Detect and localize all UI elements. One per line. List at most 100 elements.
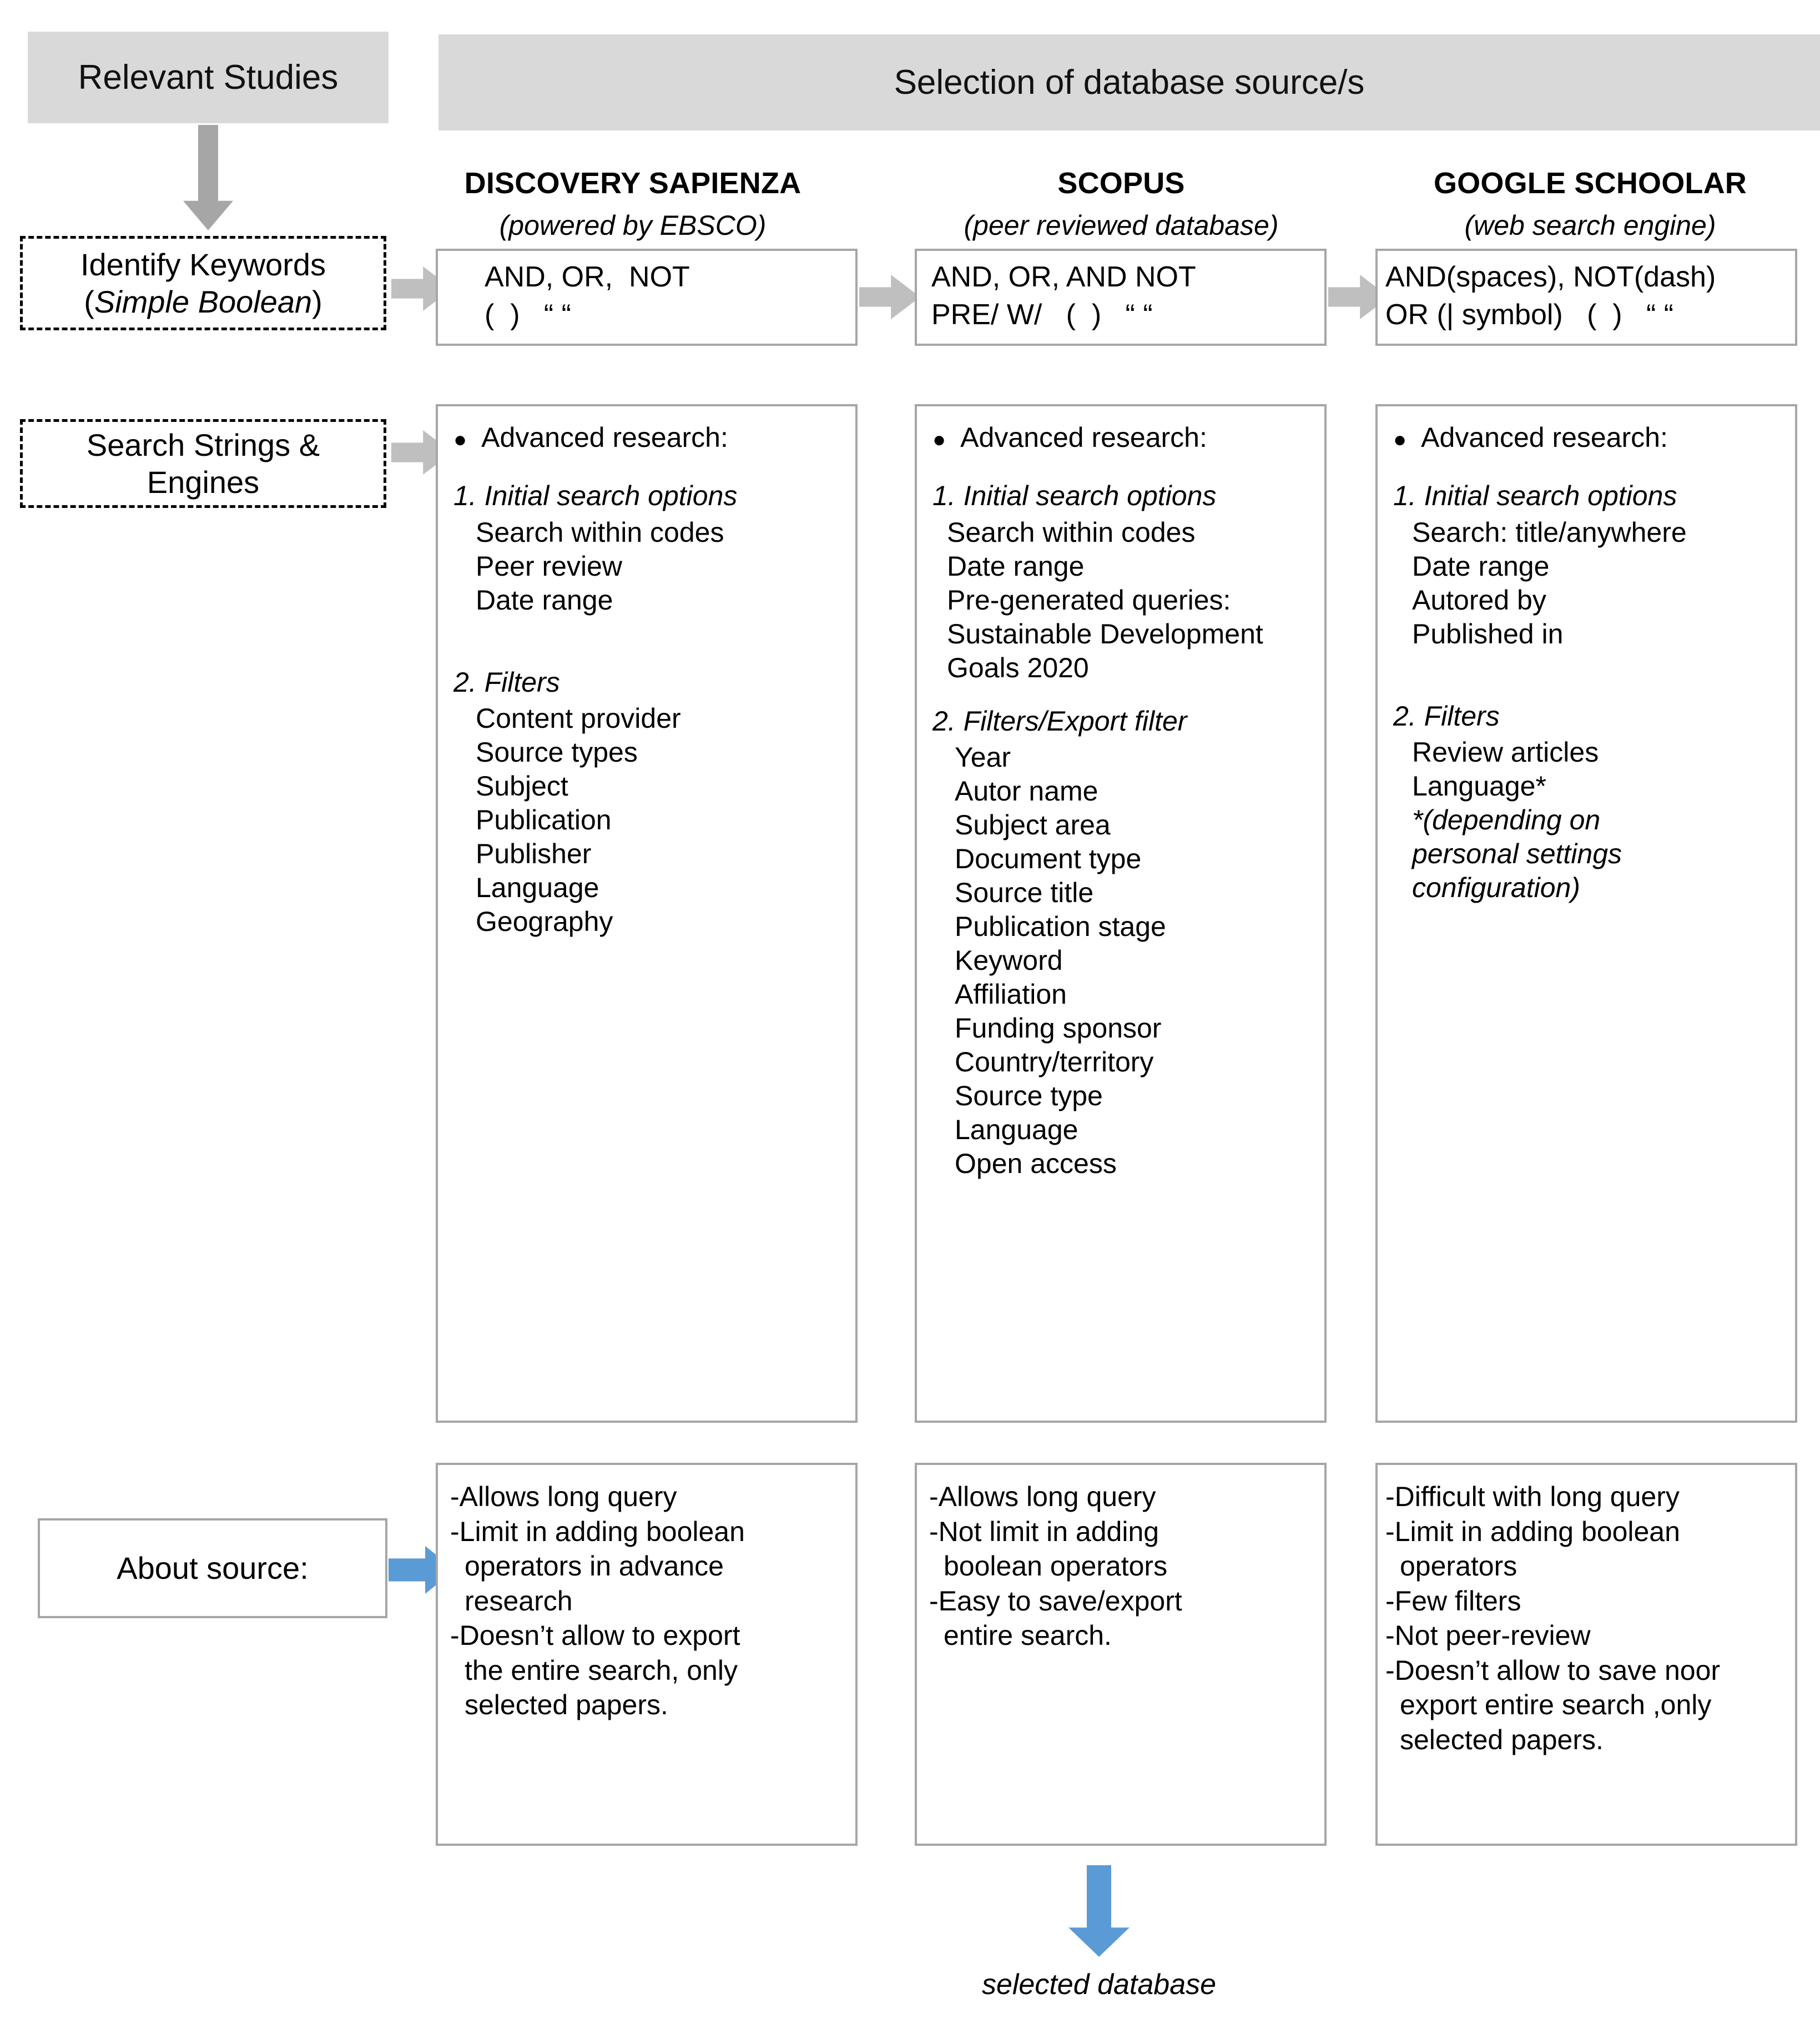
list-item: Language	[476, 872, 599, 903]
relevant-studies-label: Relevant Studies	[78, 58, 339, 97]
list-item: Date range	[947, 550, 1085, 582]
list-item: Source title	[955, 877, 1094, 908]
list-item: Language*	[1412, 771, 1546, 802]
about-line: entire search.	[944, 1620, 1112, 1651]
list-item: Goals 2020	[947, 652, 1089, 683]
bullet-dot-icon: ●	[453, 427, 467, 452]
list-item: Search within codes	[476, 516, 724, 548]
stage-search-strings-engines: Search Strings & Engines	[20, 419, 386, 508]
selection-of-database-label: Selection of database source/s	[894, 63, 1365, 102]
column-title-google-scholar: GOOGLE SCHOOLAR	[1433, 167, 1747, 200]
about-line: export entire search ,only	[1400, 1689, 1712, 1720]
list-item: Autored by	[1412, 584, 1546, 616]
list-item: Language	[955, 1114, 1078, 1145]
arrow-down-icon	[1068, 1865, 1130, 1957]
stage-identify-keywords-line1: Identify Keywords	[80, 246, 326, 282]
about-line: selected papers.	[465, 1689, 668, 1720]
boolean-line: PRE/ W/ ( ) “ “	[931, 298, 1153, 331]
list-item-note: *(depending on	[1412, 804, 1601, 835]
boolean-line: AND(spaces), NOT(dash)	[1385, 261, 1716, 293]
about-box-google-scholar: -Difficult with long query -Limit in add…	[1375, 1463, 1797, 1846]
selected-database-caption: selected database	[981, 1968, 1217, 2001]
bullet-label: Advanced research:	[960, 422, 1207, 453]
stage-search-strings-line2: Engines	[147, 465, 260, 500]
about-line: -Few filters	[1385, 1585, 1521, 1617]
boolean-box-scopus: AND, OR, AND NOT PRE/ W/ ( ) “ “	[915, 249, 1327, 346]
list-item: Funding sponsor	[955, 1013, 1162, 1044]
bullet-label: Advanced research:	[1421, 422, 1668, 453]
about-box-discovery: -Allows long query -Limit in adding bool…	[436, 1463, 858, 1846]
about-line: -Easy to save/export	[929, 1585, 1182, 1617]
boolean-line: AND, OR, AND NOT	[931, 261, 1196, 293]
about-box-scopus: -Allows long query -Not limit in adding …	[915, 1463, 1327, 1846]
about-line: -Limit in adding boolean	[450, 1516, 745, 1547]
column-title-scopus: SCOPUS	[1057, 167, 1185, 200]
list-item: Geography	[476, 906, 613, 937]
section2-heading: 2. Filters	[1393, 700, 1500, 732]
list-item: Date range	[476, 584, 613, 616]
boolean-box-google-scholar: AND(spaces), NOT(dash) OR (| symbol) ( )…	[1375, 249, 1797, 346]
list-item: Published in	[1412, 618, 1564, 650]
about-line: -Difficult with long query	[1385, 1481, 1680, 1512]
about-line: -Doesn’t allow to export	[450, 1620, 740, 1651]
stage-search-strings-line1: Search Strings &	[86, 427, 320, 462]
list-item: Publication	[476, 804, 612, 835]
bullet-row: ● Advanced research:	[932, 421, 1313, 454]
about-line: -Allows long query	[929, 1481, 1156, 1512]
section1-heading: 1. Initial search options	[932, 480, 1217, 511]
column-subtitle-discovery: (powered by EBSCO)	[499, 210, 767, 241]
list-item: Source type	[955, 1080, 1103, 1111]
about-line: -Not limit in adding	[929, 1516, 1159, 1547]
section2-heading: 2. Filters/Export filter	[932, 705, 1187, 737]
boolean-line: OR (| symbol) ( ) “ “	[1385, 298, 1674, 331]
detail-box-google-scholar: ● Advanced research: 1. Initial search o…	[1375, 404, 1797, 1423]
list-item-note: personal settings	[1412, 838, 1622, 869]
section2-heading: 2. Filters	[453, 666, 560, 698]
list-item: Sustainable Development	[947, 618, 1263, 650]
stage-about-source-label: About source:	[117, 1550, 309, 1586]
about-line: boolean operators	[944, 1550, 1168, 1582]
arrow-down-icon	[183, 125, 233, 230]
about-line: selected papers.	[1400, 1724, 1604, 1755]
list-item: Affiliation	[955, 979, 1067, 1010]
arrow-right-icon	[859, 275, 920, 319]
list-item: Year	[955, 742, 1011, 773]
boolean-box-discovery: AND, OR, NOT ( ) “ “	[436, 249, 858, 346]
section1-heading: 1. Initial search options	[453, 480, 738, 511]
list-item: Subject	[476, 771, 568, 802]
list-item: Country/territory	[955, 1046, 1154, 1078]
stage-identify-keywords-line2: (Simple Boolean)	[84, 284, 322, 319]
bullet-dot-icon: ●	[1393, 427, 1407, 452]
list-item: Content provider	[476, 703, 681, 734]
list-item: Review articles	[1412, 737, 1599, 768]
relevant-studies-header: Relevant Studies	[28, 32, 389, 123]
column-subtitle-scopus: (peer reviewed database)	[964, 210, 1279, 241]
list-item: Open access	[955, 1148, 1117, 1179]
list-item: Publisher	[476, 838, 592, 869]
boolean-line: ( ) “ “	[485, 298, 571, 331]
list-item: Search: title/anywhere	[1412, 516, 1687, 548]
list-item: Date range	[1412, 550, 1550, 582]
list-item: Document type	[955, 843, 1142, 874]
column-title-discovery: DISCOVERY SAPIENZA	[464, 167, 801, 200]
list-item-note: configuration)	[1412, 872, 1580, 903]
section1-heading: 1. Initial search options	[1393, 480, 1677, 511]
stage-identify-keywords: Identify Keywords (Simple Boolean)	[20, 236, 386, 330]
bullet-row: ● Advanced research:	[1393, 421, 1784, 454]
bullet-dot-icon: ●	[932, 427, 946, 452]
about-line: research	[465, 1585, 573, 1617]
stage-about-source: About source:	[38, 1518, 387, 1618]
about-line: operators	[1400, 1550, 1517, 1582]
about-line: -Doesn’t allow to save noor	[1385, 1654, 1721, 1686]
list-item: Autor name	[955, 776, 1098, 807]
bullet-row: ● Advanced research:	[453, 421, 844, 454]
about-line: the entire search, only	[465, 1654, 738, 1686]
list-item: Publication stage	[955, 911, 1166, 942]
selection-of-database-header: Selection of database source/s	[438, 34, 1820, 130]
list-item: Peer review	[476, 550, 622, 582]
bullet-label: Advanced research:	[481, 422, 728, 453]
boolean-line: AND, OR, NOT	[485, 261, 690, 293]
list-item: Keyword	[955, 945, 1063, 976]
column-subtitle-google-scholar: (web search engine)	[1464, 210, 1716, 241]
